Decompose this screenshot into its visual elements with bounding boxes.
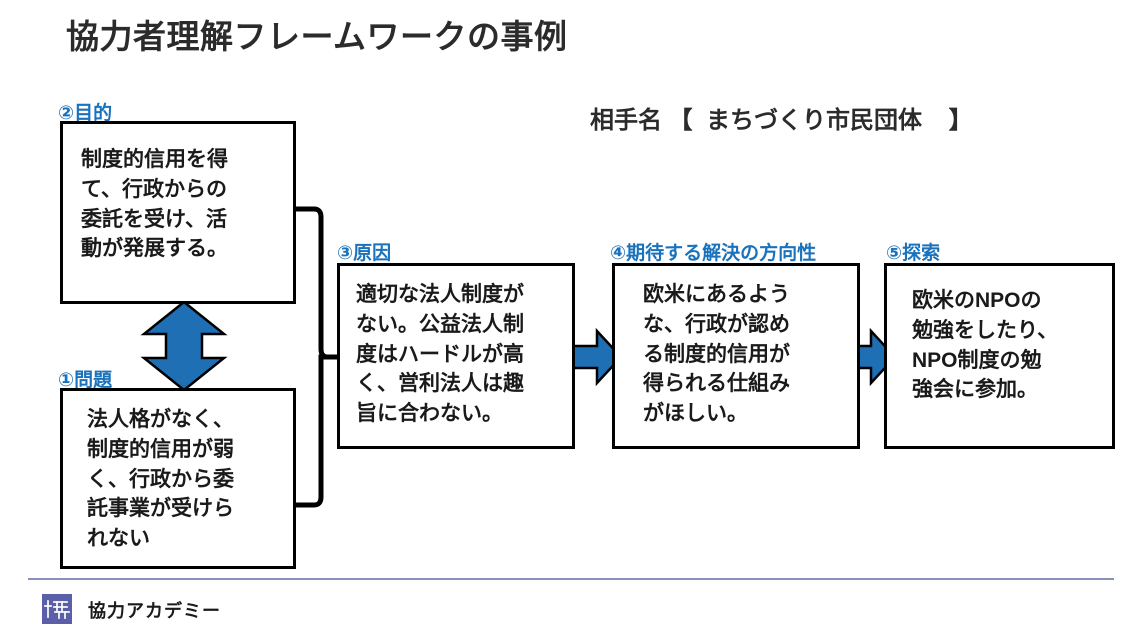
box-purpose-text: 制度的信用を得 て、行政からの 委託を受け、活 動が発展する。 [81, 148, 228, 261]
caption-problem: ①問題 [58, 370, 113, 391]
caption-direction: ④期待する解決の方向性 [610, 243, 817, 264]
box-problem: 法人格がなく、 制度的信用が弱 く、行政から委 託事業が受けら れない [60, 388, 296, 569]
box-search: 欧米のNPOの 勉強をしたり、 NPO制度の勉 強会に参加。 [884, 263, 1115, 449]
kyoryoku-logo-glyph [44, 600, 70, 619]
box-purpose: 制度的信用を得 て、行政からの 委託を受け、活 動が発展する。 [60, 121, 296, 304]
double-arrow-up-down-icon [140, 300, 228, 392]
box-problem-text: 法人格がなく、 制度的信用が弱 く、行政から委 託事業が受けら れない [87, 408, 234, 551]
box-direction: 欧米にあるよう な、行政が認め る制度的信用が 得られる仕組み がほしい。 [612, 263, 860, 449]
box-search-text: 欧米のNPOの 勉強をしたり、 NPO制度の勉 強会に参加。 [912, 289, 1059, 402]
purpose-problem-double-arrow [140, 300, 228, 392]
caption-purpose: ②目的 [58, 103, 113, 124]
box-direction-text: 欧米にあるよう な、行政が認め る制度的信用が 得られる仕組み がほしい。 [643, 283, 790, 426]
brand-name: 協力アカデミー [88, 601, 221, 621]
caption-cause: ③原因 [337, 243, 392, 264]
bracket-icon [293, 206, 338, 508]
page-title: 協力者理解フレームワークの事例 [66, 18, 568, 55]
cause-to-direction-arrow [571, 327, 623, 387]
partner-name-line: 相手名 【 まちづくり市民団体 】 [590, 107, 973, 134]
box-cause: 適切な法人制度が ない。公益法人制 度はハードルが高 く、営利法人は趣 旨に合わ… [337, 263, 575, 449]
caption-search: ⑤探索 [886, 243, 941, 264]
left-boxes-bracket [290, 205, 346, 510]
box-cause-text: 適切な法人制度が ない。公益法人制 度はハードルが高 く、営利法人は趣 旨に合わ… [356, 283, 524, 426]
arrow-right-icon [571, 327, 623, 387]
footer-divider [28, 578, 1114, 580]
brand-logo-icon [42, 594, 72, 624]
